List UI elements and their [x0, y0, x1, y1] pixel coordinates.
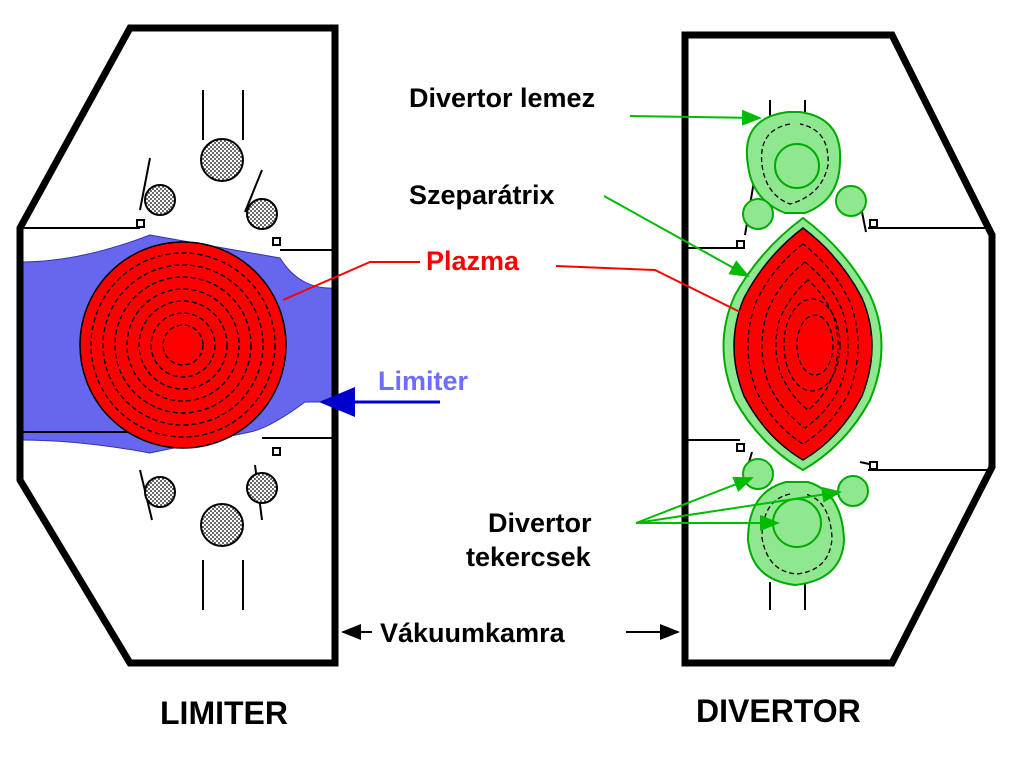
poloidal-coils-left — [136, 138, 281, 547]
divertor-plates — [745, 111, 846, 587]
text-labels: Divertor lemez Szeparátrix Plazma Limite… — [160, 83, 861, 731]
limiter-panel — [16, 24, 339, 667]
label-limiter: Limiter — [378, 366, 469, 396]
label-szeparatrix: Szeparátrix — [409, 180, 555, 210]
divertor-plasma — [733, 227, 873, 461]
caption-limiter: LIMITER — [160, 695, 288, 731]
label-divertor-tekercsek-1: Divertor — [488, 508, 592, 538]
limiter-plasma — [79, 241, 287, 449]
divertor-coils — [742, 143, 869, 548]
vacuum-vessel-right — [681, 31, 996, 667]
divertor-panel — [681, 31, 996, 667]
label-divertor-lemez: Divertor lemez — [409, 83, 595, 113]
caption-divertor: DIVERTOR — [696, 693, 861, 729]
label-plazma: Plazma — [426, 246, 520, 276]
callouts — [282, 109, 842, 640]
vacuum-vessel-left — [16, 24, 339, 667]
label-vakuumkamra: Vákuumkamra — [380, 618, 566, 648]
label-divertor-tekercsek-2: tekercsek — [466, 542, 592, 572]
